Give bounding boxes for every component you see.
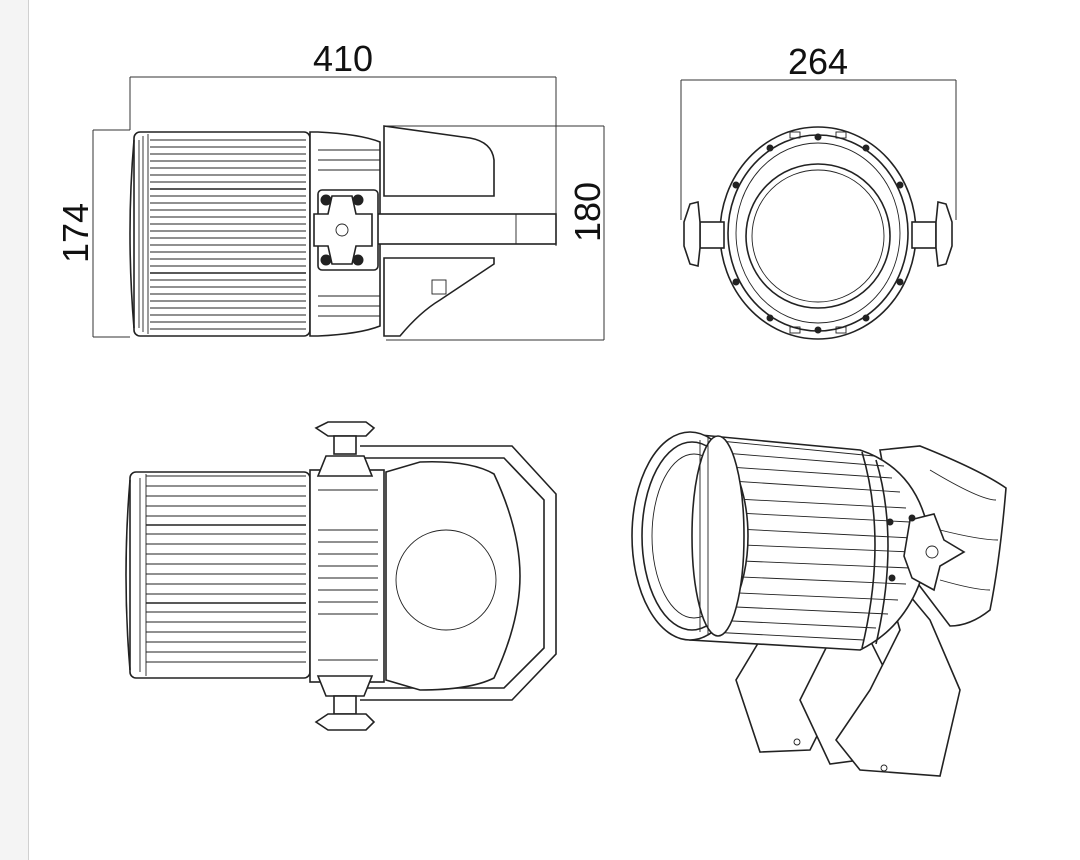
top-view bbox=[125, 421, 557, 731]
top-heatsink-body bbox=[125, 471, 311, 679]
dimension-height-label: 174 bbox=[55, 203, 96, 263]
perspective-front-bezel bbox=[631, 431, 749, 641]
perspective-mounting-knob bbox=[886, 513, 966, 592]
dimension-width: 264 bbox=[680, 41, 957, 220]
front-lens bbox=[745, 163, 891, 309]
side-mounting-knob bbox=[313, 189, 379, 271]
perspective-heatsink-body bbox=[689, 433, 931, 651]
side-view: 410 174 180 bbox=[55, 38, 608, 341]
dimension-depth-label: 180 bbox=[567, 182, 608, 242]
dimension-length: 410 bbox=[129, 38, 557, 246]
front-right-knob bbox=[911, 200, 953, 267]
top-yoke bbox=[360, 445, 557, 701]
perspective-view bbox=[631, 431, 1007, 777]
front-view: 264 bbox=[680, 41, 957, 340]
dimension-length-label: 410 bbox=[313, 38, 373, 79]
dimension-depth: 180 bbox=[386, 125, 608, 341]
dimension-height: 174 bbox=[55, 129, 130, 338]
side-heatsink-body bbox=[129, 131, 311, 337]
left-gutter bbox=[0, 0, 29, 860]
top-lower-knob bbox=[314, 675, 376, 731]
side-fins bbox=[150, 139, 306, 330]
perspective-yoke bbox=[735, 559, 961, 777]
top-rear-section bbox=[309, 469, 385, 683]
top-reflector bbox=[385, 460, 521, 691]
front-left-knob bbox=[683, 200, 725, 267]
dimension-width-label: 264 bbox=[788, 41, 848, 82]
top-upper-knob bbox=[314, 421, 376, 477]
